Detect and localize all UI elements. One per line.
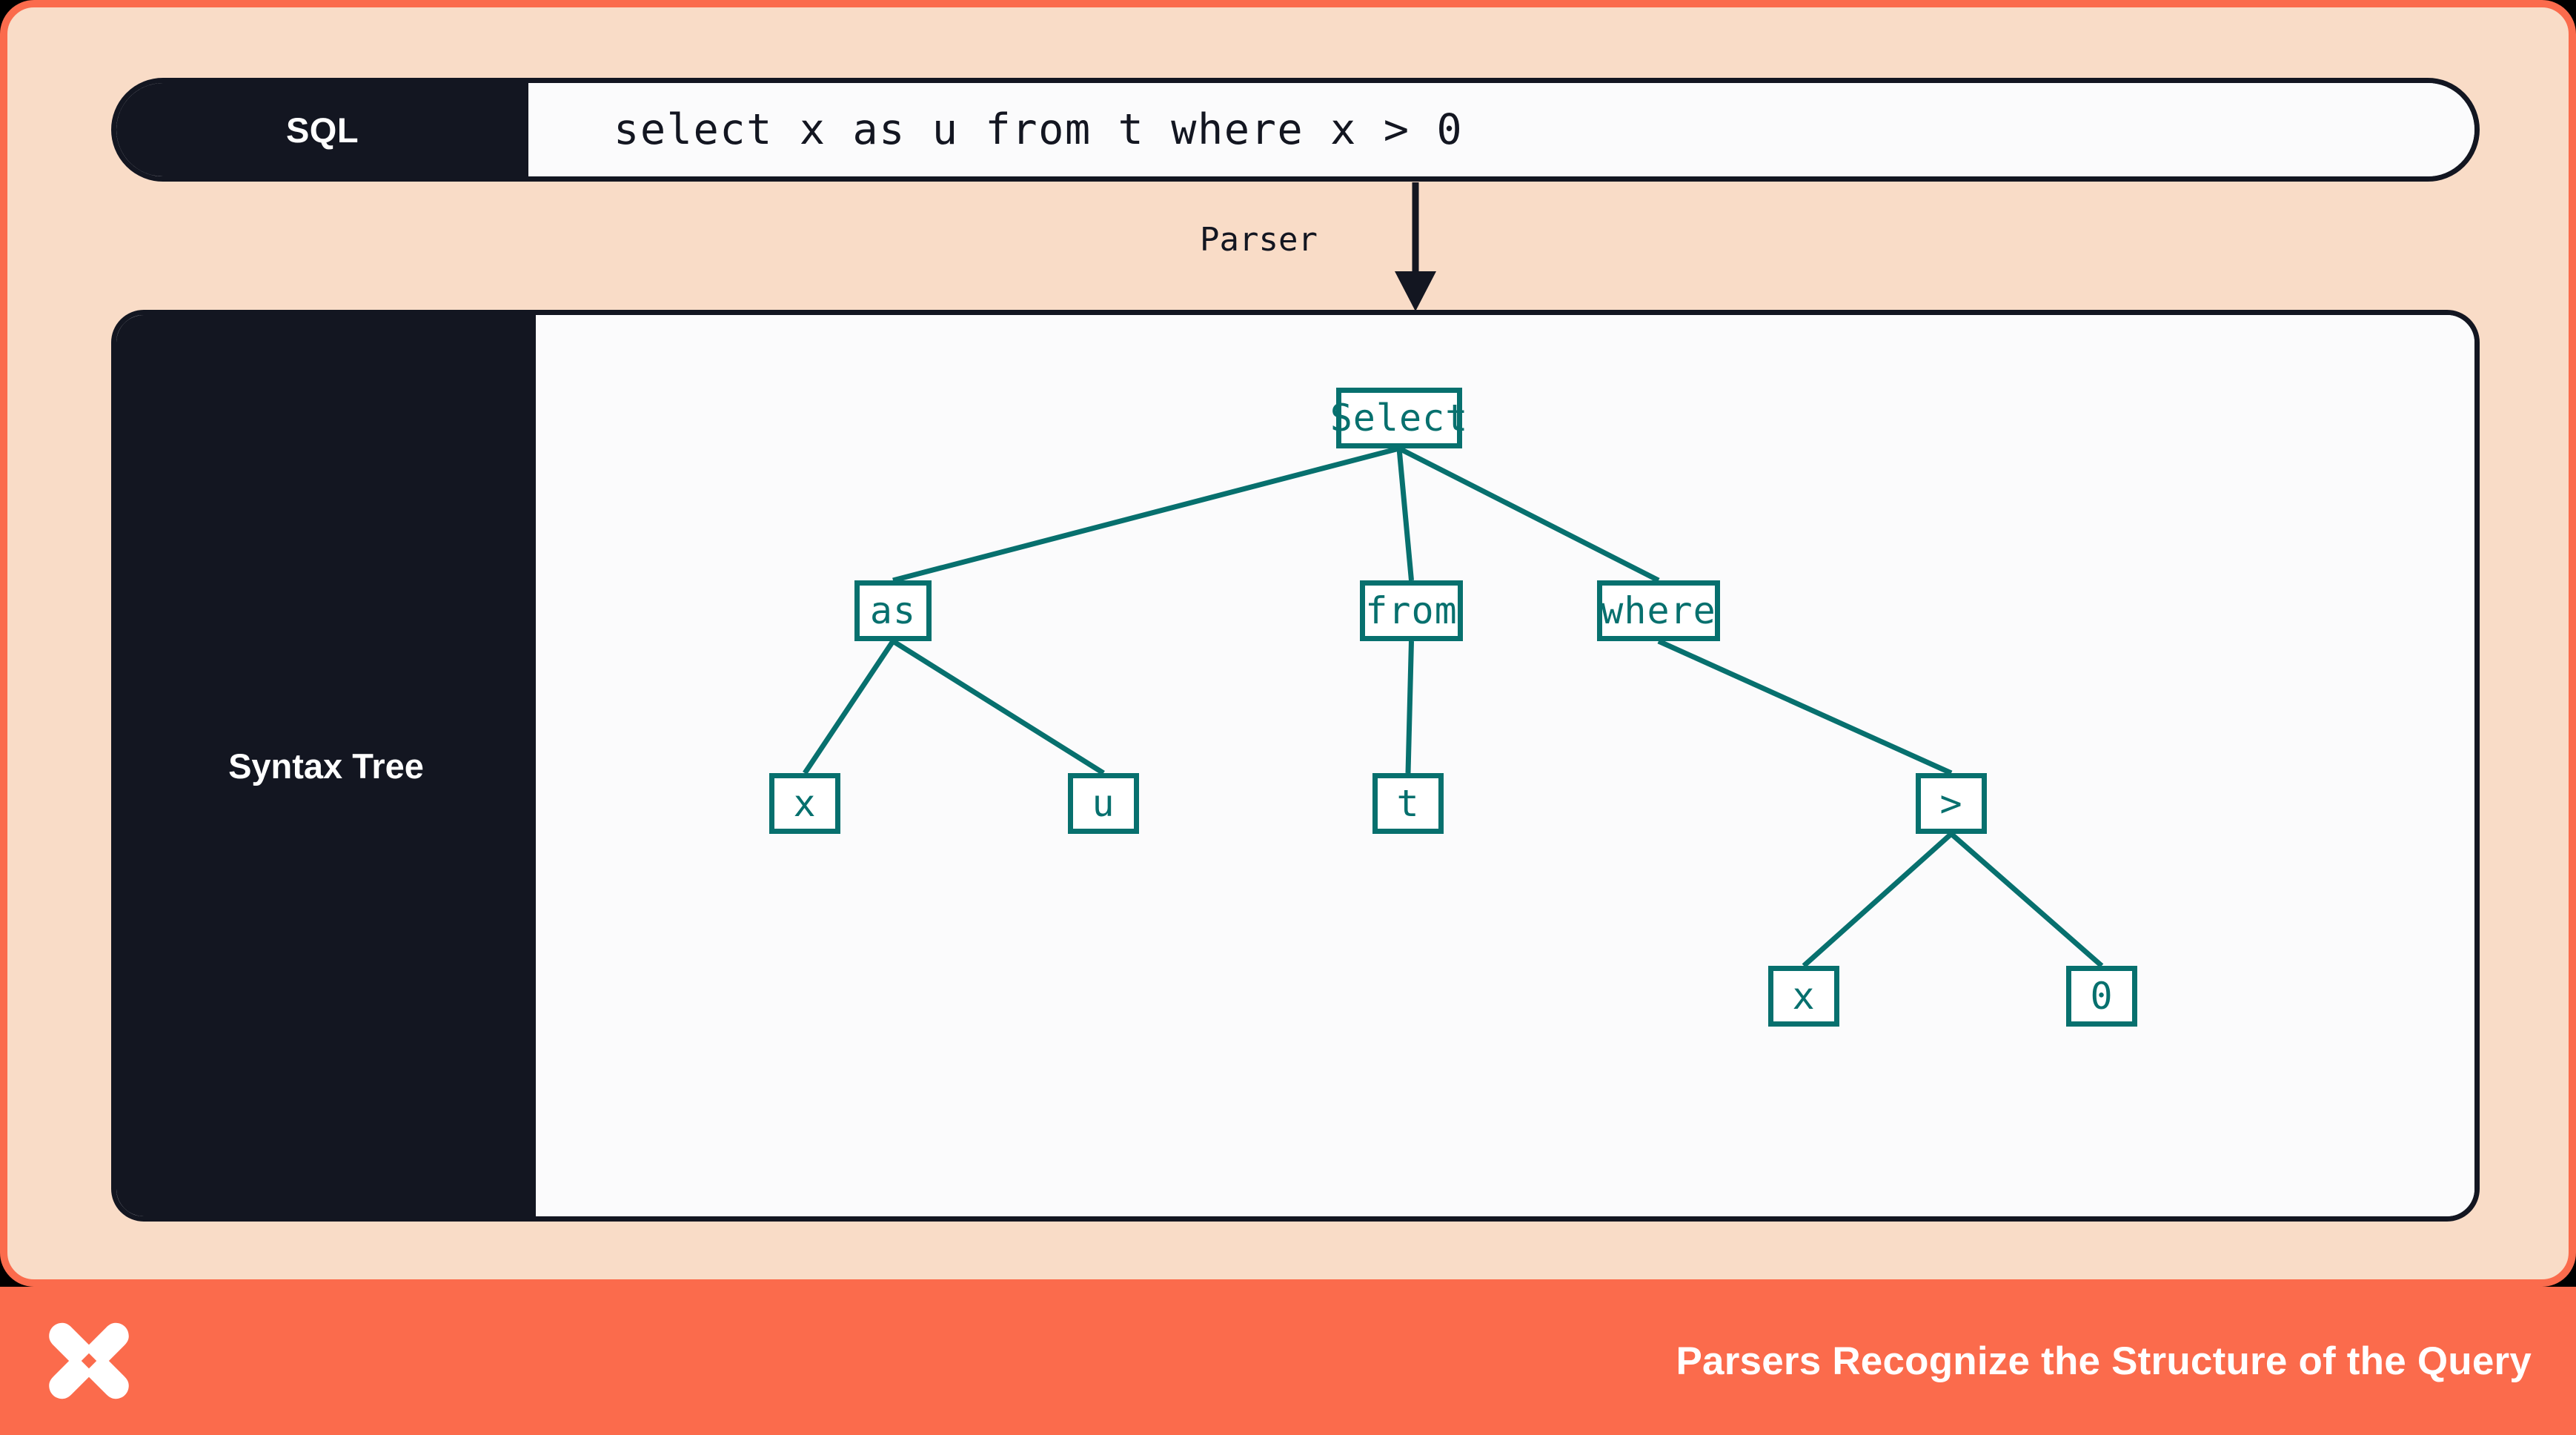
tree-node-label: where [1601,589,1716,632]
tree-node-label: Select [1330,397,1469,440]
diagram-canvas: SQL select x as u from t where x > 0 Par… [0,0,2576,1287]
tree-edge [1802,832,1953,968]
tree-node-label: x [793,782,817,825]
tree-edge [892,639,1105,775]
tree-node-from-t[interactable]: t [1372,773,1444,834]
tree-edge [1398,445,1660,583]
tree-node-label: u [1092,782,1115,825]
footer-bar: Parsers Recognize the Structure of the Q… [0,1287,2576,1435]
tree-edge [1396,448,1414,581]
parser-caption-text: Parser [1200,221,1318,259]
tree-node-from[interactable]: from [1360,580,1463,641]
syntax-tree-label-text: Syntax Tree [228,746,424,786]
footer-caption-text: Parsers Recognize the Structure of the Q… [1676,1339,2532,1383]
tree-node-gt-0[interactable]: 0 [2066,966,2137,1027]
sql-query-field[interactable]: select x as u from t where x > 0 [528,83,2474,176]
sql-query-text: select x as u from t where x > 0 [614,105,1464,154]
tree-node-label: as [869,589,917,632]
parser-transform-arrow: Parser [1200,182,1504,311]
tree-node-as-x[interactable]: x [769,773,840,834]
tree-edge [803,640,895,775]
sql-row-label: SQL [116,83,528,176]
tree-edge [1657,638,1953,776]
arrow-down-icon [1395,182,1436,311]
tree-node-as-u[interactable]: u [1068,773,1139,834]
sql-input-row: SQL select x as u from t where x > 0 [111,78,2480,182]
tree-edge [1949,832,2104,968]
tree-edge [1405,640,1414,774]
tree-edge [892,445,1400,583]
tree-node-as[interactable]: as [854,580,932,641]
tree-node-label: x [1792,975,1816,1018]
syntax-tree-canvas: Select as from where x u t > x 0 [536,315,2474,1216]
tree-node-gt[interactable]: > [1916,773,1987,834]
tree-node-gt-x[interactable]: x [1768,966,1839,1027]
tree-node-label: > [1939,782,1963,825]
tree-node-label: t [1396,782,1420,825]
x-mark-logo-icon [49,1322,129,1399]
syntax-tree-row-label: Syntax Tree [116,315,536,1216]
tree-edges-layer [803,445,2104,968]
tree-node-where[interactable]: where [1597,580,1720,641]
sql-label-text: SQL [285,110,359,150]
tree-node-label: 0 [2090,975,2114,1018]
tree-node-select[interactable]: Select [1330,388,1467,448]
tree-node-label: from [1365,589,1458,632]
syntax-tree-panel: Syntax Tree Select as from where x u t > x 0 [111,310,2480,1222]
